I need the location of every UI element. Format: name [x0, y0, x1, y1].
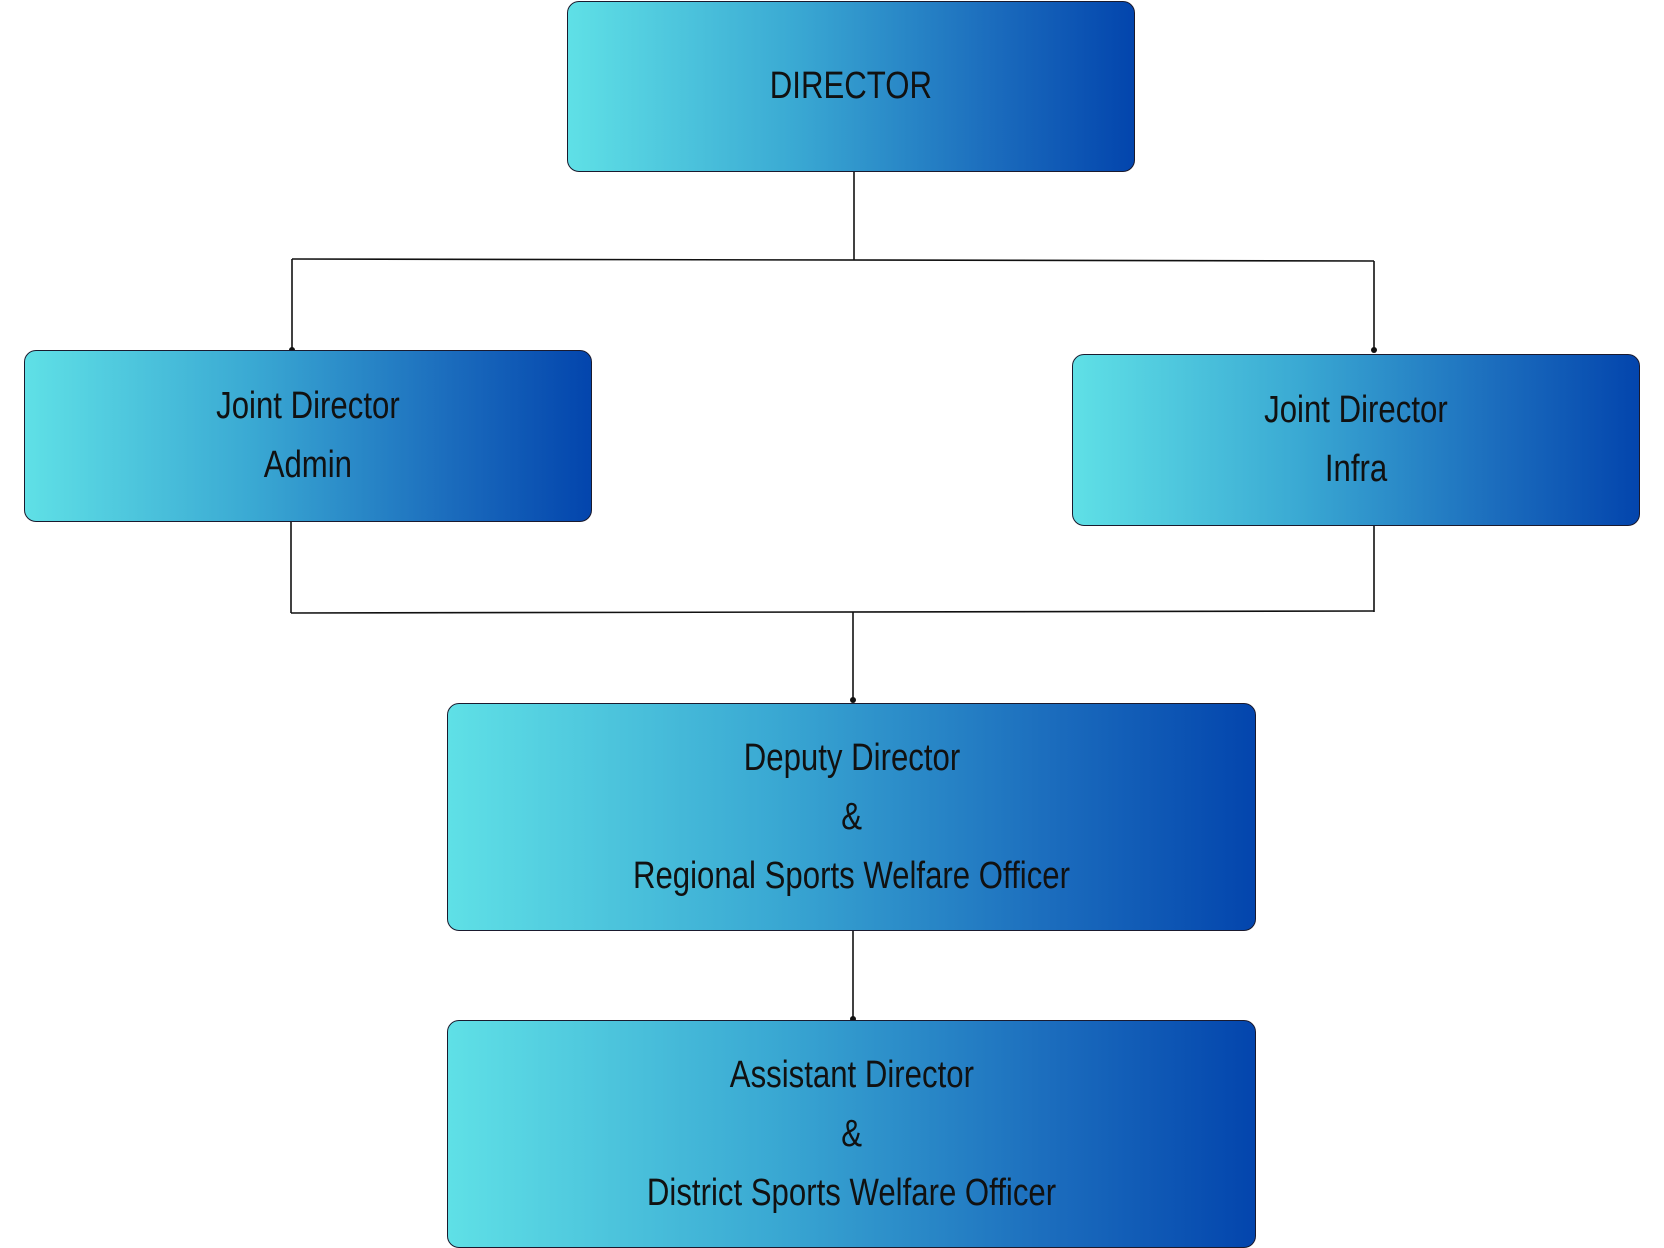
connector-dot-deputy: [850, 697, 856, 703]
connector-top-bus: [291, 258, 1375, 262]
node-assistant-line-2: &: [841, 1112, 862, 1155]
node-deputy-director: Deputy Director & Regional Sports Welfar…: [447, 703, 1256, 931]
connector-dot-jd-infra: [1371, 347, 1377, 353]
node-joint-director-infra: Joint Director Infra: [1072, 354, 1640, 526]
node-deputy-line-1: Deputy Director: [743, 736, 960, 779]
node-director: DIRECTOR: [567, 1, 1135, 172]
node-jd-admin-line-2: Admin: [263, 444, 353, 486]
node-deputy-line-3: Regional Sports Welfare Officer: [632, 854, 1071, 897]
node-jd-infra-line-2: Infra: [1324, 448, 1388, 490]
node-assistant-line-1: Assistant Director: [729, 1053, 974, 1096]
node-deputy-line-2: &: [841, 795, 862, 838]
node-jd-infra-line-1: Joint Director: [1264, 389, 1448, 431]
node-assistant-line-3: District Sports Welfare Officer: [646, 1171, 1057, 1214]
node-director-line-1: DIRECTOR: [769, 65, 933, 107]
node-joint-director-admin: Joint Director Admin: [24, 350, 592, 522]
connector-bottom-bus: [290, 610, 1375, 614]
node-assistant-director: Assistant Director & District Sports Wel…: [447, 1020, 1256, 1248]
node-jd-admin-line-1: Joint Director: [216, 385, 400, 427]
